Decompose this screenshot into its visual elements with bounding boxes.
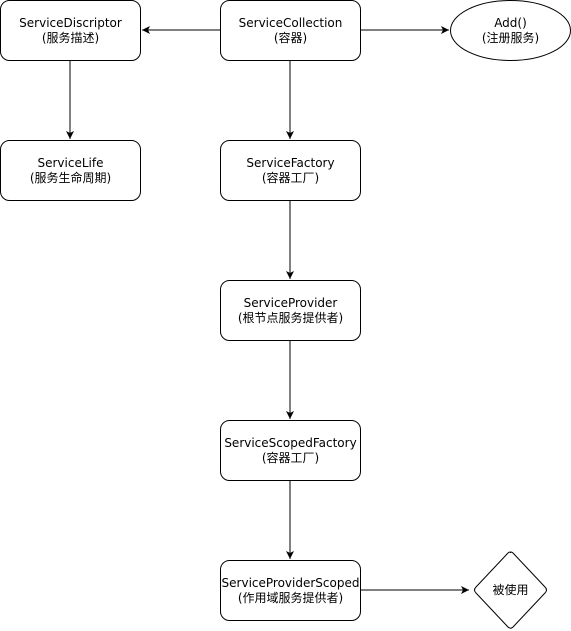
node-service-factory: ServiceFactory (容器工厂) [220, 140, 361, 201]
node-service-life-title: ServiceLife [38, 156, 104, 170]
node-service-collection-title: ServiceCollection [239, 16, 343, 30]
node-used-diamond [474, 551, 547, 629]
node-service-scoped-factory-title: ServiceScopedFactory [224, 436, 356, 450]
node-add-subtitle: (注册服务) [482, 30, 539, 45]
node-service-scoped-factory: ServiceScopedFactory (容器工厂) [220, 420, 361, 481]
node-service-descriptor-title: ServiceDiscriptor [19, 16, 122, 30]
node-add: Add() (注册服务) [450, 0, 571, 61]
node-service-factory-box [220, 140, 361, 201]
node-service-collection: ServiceCollection (容器) [220, 0, 361, 61]
node-service-collection-subtitle: (容器) [274, 30, 307, 45]
node-add-title: Add() [494, 16, 527, 30]
node-service-scoped-factory-subtitle: (容器工厂) [262, 450, 319, 465]
node-service-provider-scoped: ServiceProviderScoped (作用域服务提供者) [220, 560, 361, 621]
node-service-descriptor-box [0, 0, 141, 61]
node-service-descriptor: ServiceDiscriptor (服务描述) [0, 0, 141, 61]
connectors [66, 26, 469, 594]
node-service-provider-scoped-title: ServiceProviderScoped [222, 576, 360, 590]
node-service-provider-box [220, 280, 361, 341]
node-service-life-subtitle: (服务生命周期) [30, 170, 111, 185]
node-service-factory-title: ServiceFactory [246, 156, 334, 170]
node-used-title: 被使用 [492, 582, 528, 597]
node-service-provider-subtitle: (根节点服务提供者) [238, 310, 343, 325]
node-service-provider-scoped-box [220, 560, 361, 621]
node-service-collection-box [220, 0, 361, 61]
node-service-provider: ServiceProvider (根节点服务提供者) [220, 280, 361, 341]
node-service-life-box [0, 140, 141, 201]
node-service-provider-scoped-subtitle: (作用域服务提供者) [238, 590, 343, 605]
node-used: 被使用 [474, 551, 547, 629]
node-service-descriptor-subtitle: (服务描述) [42, 30, 99, 45]
node-service-provider-title: ServiceProvider [244, 296, 338, 310]
node-service-factory-subtitle: (容器工厂) [262, 170, 319, 185]
node-service-scoped-factory-box [220, 420, 361, 481]
node-service-life: ServiceLife (服务生命周期) [0, 140, 141, 201]
